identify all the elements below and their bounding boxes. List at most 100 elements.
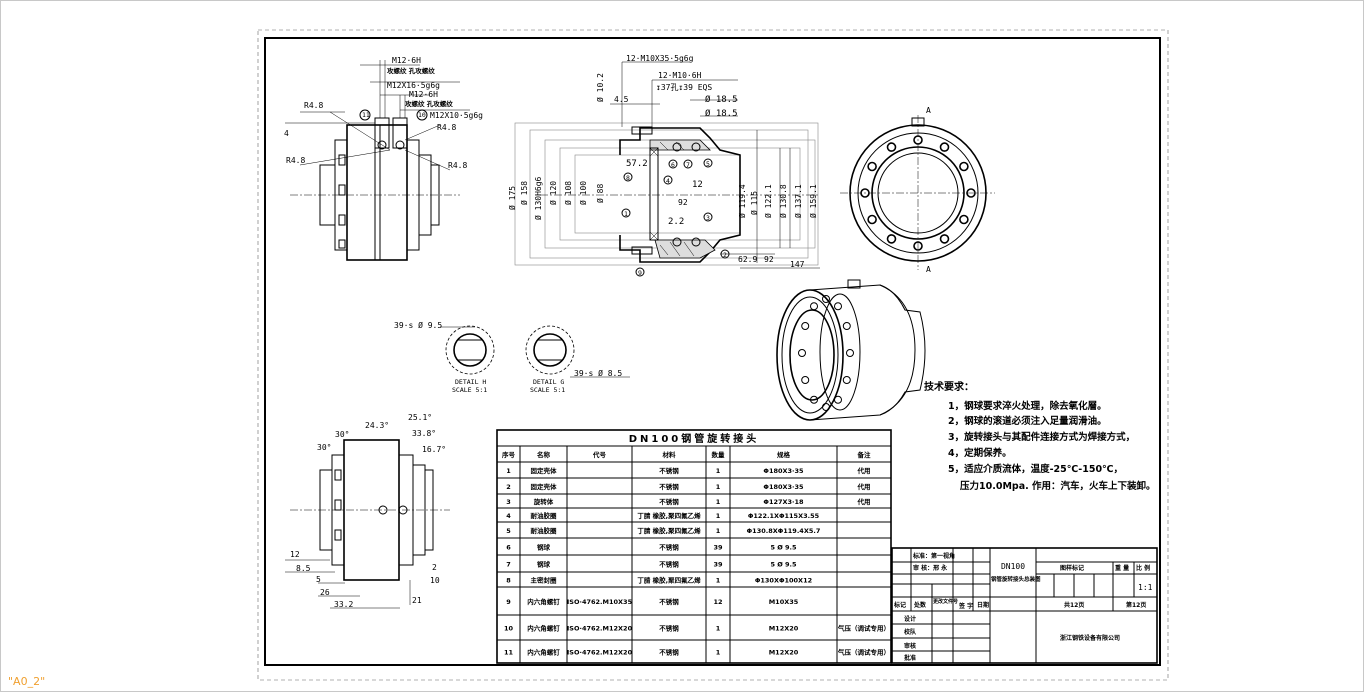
table-header: 代号 [592,450,607,459]
bolt-head [810,302,818,311]
table-cell: 不锈钢 [659,466,679,475]
table-cell: 不锈钢 [659,624,679,633]
table-cell: 7 [506,561,511,569]
table-cell: 不锈钢 [659,560,679,569]
table-cell: M12X20 [769,649,799,657]
table-cell: 2 [506,483,511,491]
dim-label: 12 [290,550,300,559]
bolt-head [810,395,818,404]
table-cell: 5 Ø 9.5 [770,544,797,552]
table-cell: M12X20 [769,625,799,633]
title-block: 标准：第一视角 审 核：邢 永 标记 处数 更改文件号 签 字 日期 设计 校队… [891,547,1158,664]
dim-label: Ø 130H6g6 [533,176,543,220]
balloon-label: 4 [666,177,670,185]
balloon-label: 2 [723,251,727,259]
detail-label: DETAIL G [533,378,564,386]
table-cell: Φ122.1XΦ115X3.55 [748,512,820,520]
dim-label: 21 [412,596,422,605]
sample-mark-label: 图样标记 [1060,564,1084,572]
dim-label: Ø 158 [519,181,529,205]
table-cell: M10X35 [769,598,799,606]
dim-label: 12·M10·6H [658,71,702,80]
bolt-head [842,376,851,384]
isometric-view [776,279,926,421]
table-cell: 39 [713,544,723,552]
section-view: 12·M10X35·5g6g 12·M10·6H ↧37孔↧39 EQS Ø 1… [507,54,820,277]
bolt-head [842,322,851,330]
sheet-tab-label[interactable]: "A0_2" [8,675,46,688]
table-cell: 10 [504,625,514,633]
balloon-label: 6 [671,161,675,169]
bolt-hole [939,234,950,244]
bolt-head [834,302,842,311]
table-cell: 内六角螺钉 [527,648,560,657]
bolt-head [846,349,854,357]
dim-label: 24.3° [365,421,389,430]
balloon-label: 9 [638,269,642,277]
bolt-head [822,295,830,303]
bolt-head [822,403,830,411]
table-cell: 11 [504,649,514,657]
tech-requirements: 技术要求： 1，钢球要求淬火处理，除去氧化層。 2，钢球的滚道必须注入足量润滑油… [924,380,1156,492]
dim-label: M12X10·5g6g [430,111,483,120]
table-cell: Φ180X3·35 [763,467,804,475]
dim-label: Ø 119.4 [737,184,747,218]
bolt-hole [966,188,976,198]
role-label: 审核 [904,642,916,650]
dim-label: 39·s Ø 9.5 [394,320,442,330]
bolt-head [801,322,810,330]
tech-requirements-title: 技术要求： [924,380,974,393]
weight-label: 重 量 [1115,564,1129,572]
table-cell: 钢球 [537,560,551,569]
bolt-hole [886,234,897,244]
dim-label: Ø 10.2 [595,73,605,102]
bolt-hole [860,188,870,198]
table-cell: 旋转体 [533,497,554,506]
bolt-hole [939,142,950,152]
dim-label: 5 [316,575,321,584]
bolt-hole [867,161,877,172]
dim-label: Ø 159.1 [808,184,818,218]
table-cell: 4 [506,512,511,520]
dim-label: 16.7° [422,445,446,454]
dim-label: Ø 115 [749,191,759,215]
parts-table-title: DN100钢管旋转接头 [629,432,760,445]
drawing-frame [264,37,1161,666]
dim-label: Ø 137.1 [793,184,803,218]
revision-header: 签 字 [958,602,973,610]
dim-label: 33.8° [412,429,436,438]
side-view: M12·6H 攻螺纹 孔攻螺纹 M12X16·5g6g M12·6H 攻螺纹 孔… [284,56,483,261]
table-cell: Φ130.8XΦ119.4X5.7 [747,527,821,535]
total-pages: 共12页 [1064,601,1084,609]
table-cell: 丁腈 橡胶,聚四氟乙烯 [637,526,701,535]
table-cell: ISO·4762.M12X20 [567,625,633,633]
balloon-label: 3 [706,214,710,222]
dim-label: Ø 18.5 [705,108,738,119]
balloon-label: 11 [362,111,370,119]
detail-scale: SCALE 5:1 [530,386,565,394]
table-cell: 5 [506,527,511,535]
table-cell: 3 [506,498,511,506]
reviewer-label: 审 核：邢 永 [913,564,948,572]
dim-label: 62.9 [738,255,757,264]
table-cell: 8 [506,577,511,585]
dim-label: Ø 122.1 [763,184,773,218]
revision-header: 处数 [913,601,927,609]
scale-label: 比 例 [1136,564,1150,572]
role-label: 校队 [904,628,917,636]
dim-label: Ø 18.5 [705,94,738,105]
table-cell: 1 [716,467,721,475]
dim-label: R4.8 [304,101,323,110]
dim-label: Ø 108 [563,181,573,205]
tech-requirement-item: 3，旋转接头与其配件连接方式为焊接方式， [948,431,1135,443]
table-cell: 内六角螺钉 [527,597,560,606]
dim-label: R4.8 [448,161,467,170]
dim-label: M12·6H [392,56,421,65]
dim-label: 30° [335,430,349,439]
balloon-label: 10 [418,111,426,119]
dim-label: 33.2 [334,600,353,609]
table-header: 名称 [537,450,551,459]
table-cell: 耐油胶圈 [531,511,558,520]
